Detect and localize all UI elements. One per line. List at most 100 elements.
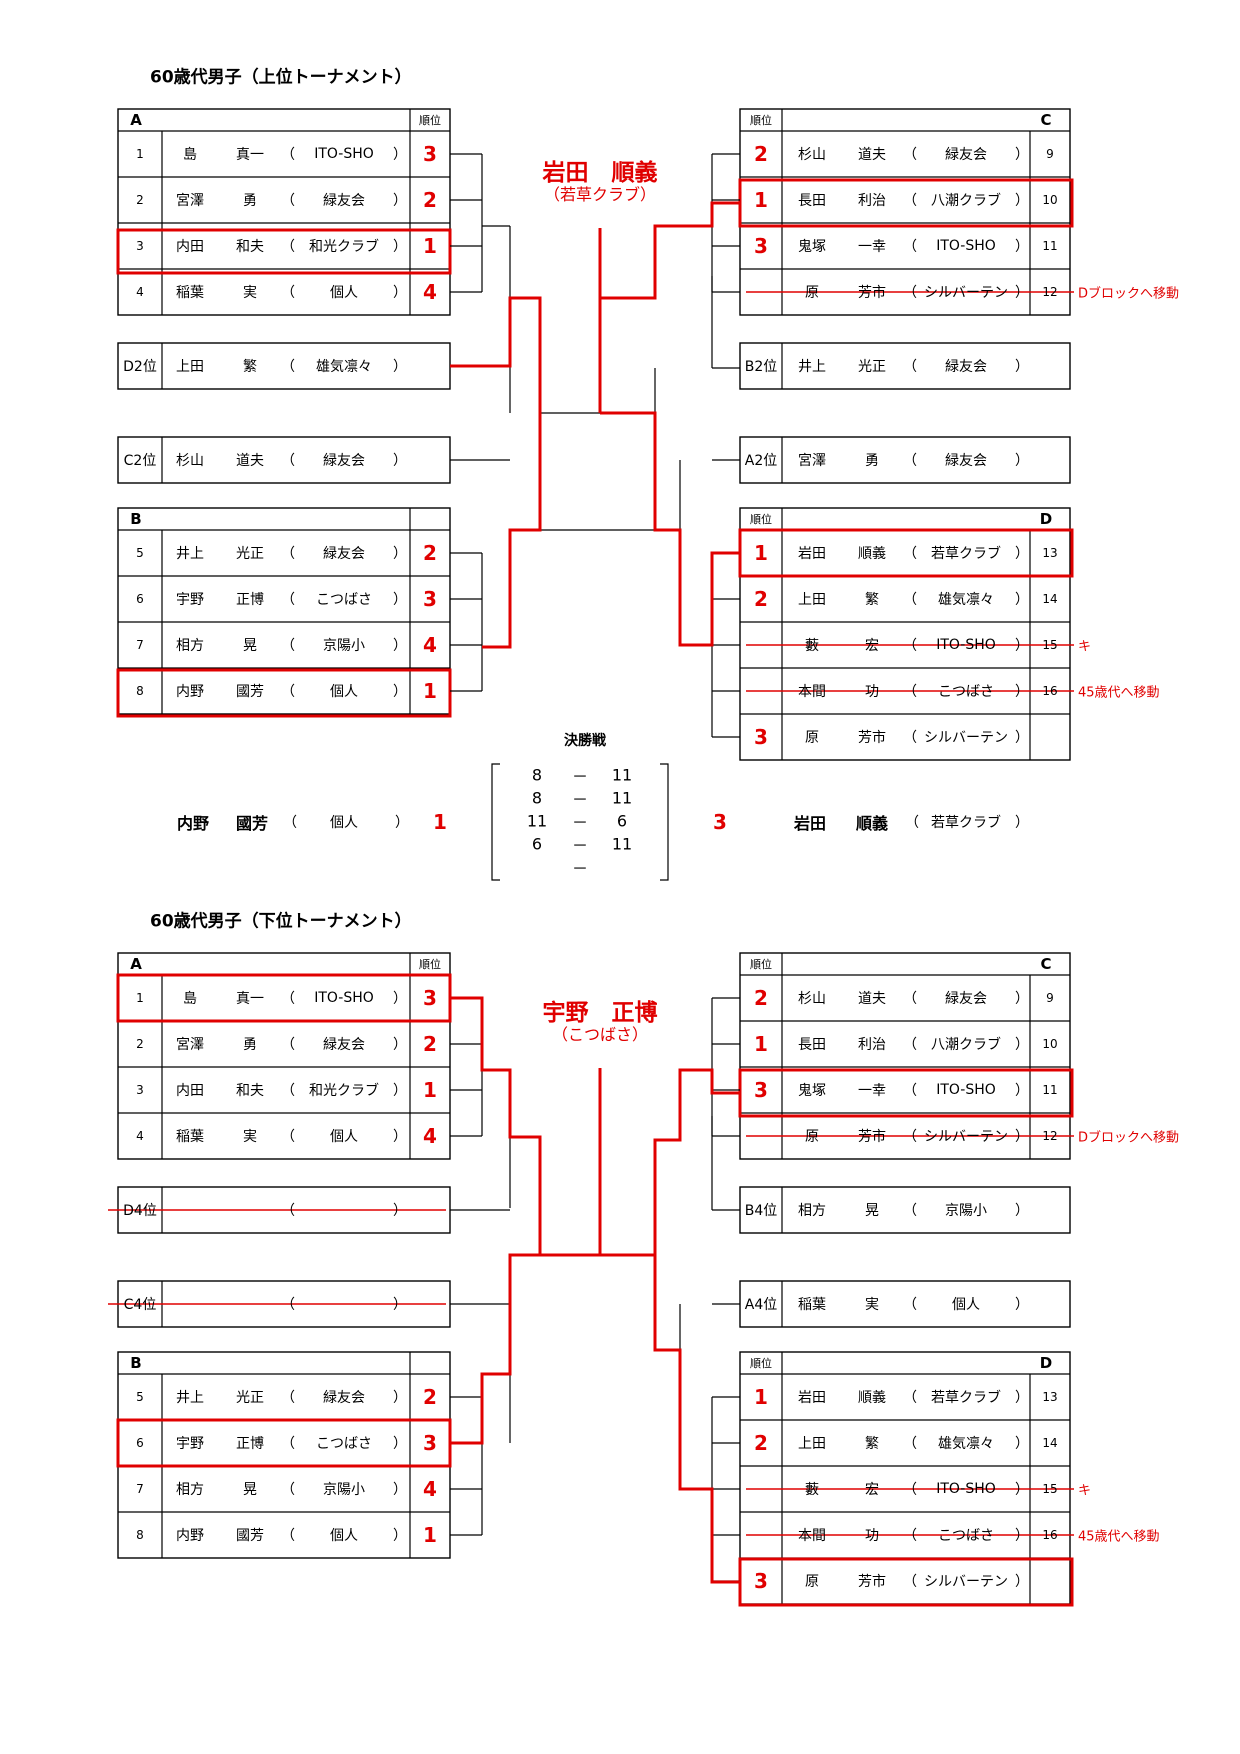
player-given-name: 順義 <box>858 1390 886 1406</box>
player-given-name: 晃 <box>243 638 257 654</box>
final-right-given-name: 順義 <box>855 814 889 833</box>
group-table-border <box>739 952 1071 1160</box>
player-club: こつばさ <box>316 1436 372 1452</box>
group-rank: 2 <box>754 142 768 166</box>
player-given-name: 真一 <box>236 147 264 163</box>
player-surname: 相方 <box>798 1203 826 1219</box>
group-rank: 4 <box>423 1124 437 1148</box>
entry-number: 2 <box>136 193 144 207</box>
open-paren: （ <box>281 1083 295 1099</box>
open-paren: （ <box>903 285 917 301</box>
close-paren: ） <box>393 546 407 562</box>
close-paren: ） <box>1015 546 1029 562</box>
group-rank: 1 <box>754 188 768 212</box>
group-rank: 2 <box>754 986 768 1010</box>
player-surname: 鬼塚 <box>798 239 826 255</box>
seed-label: B4位 <box>744 1203 778 1219</box>
entry-number: 6 <box>136 592 144 606</box>
group-rank: 4 <box>423 1477 437 1501</box>
player-club: 京陽小 <box>945 1203 987 1219</box>
close-paren: ） <box>1015 1390 1029 1406</box>
entry-number: 5 <box>136 1390 144 1404</box>
player-club: ITO-SHO <box>936 238 996 254</box>
open-paren: （ <box>903 1083 917 1099</box>
winner-path <box>450 996 542 1255</box>
final-score-left: 6 <box>531 834 543 854</box>
player-given-name: 晃 <box>243 1482 257 1498</box>
player-club: 若草クラブ <box>931 546 1001 562</box>
player-club: こつばさ <box>938 1528 994 1544</box>
player-club: 個人 <box>330 285 358 301</box>
entry-number: 9 <box>1046 147 1054 161</box>
rank-header: 順位 <box>750 1357 772 1370</box>
entry-number: 16 <box>1042 1528 1058 1542</box>
player-club: 緑友会 <box>323 193 365 209</box>
open-paren: （ <box>903 991 917 1007</box>
close-paren: ） <box>393 1482 407 1498</box>
group-label: B <box>130 1354 142 1372</box>
close-paren: ） <box>1015 730 1029 746</box>
group-rank: 1 <box>423 1523 437 1547</box>
entry-number: 5 <box>136 546 144 560</box>
player-surname: 井上 <box>176 546 204 562</box>
player-club: 個人 <box>952 1297 980 1313</box>
group-table-border <box>117 952 451 1160</box>
seed-label: D4位 <box>123 1203 157 1219</box>
open-paren: （ <box>903 730 917 746</box>
player-given-name: 和夫 <box>236 239 264 255</box>
player-club: ITO-SHO <box>936 1082 996 1098</box>
group-label: C <box>1040 111 1052 129</box>
group-rank: 3 <box>423 587 437 611</box>
open-paren: （ <box>281 1129 295 1145</box>
seed-label: A2位 <box>744 453 778 469</box>
group-rank: 3 <box>754 234 768 258</box>
player-surname: 井上 <box>798 359 826 375</box>
group-label: A <box>130 955 142 973</box>
score-bracket-left <box>491 763 500 881</box>
player-surname: 上田 <box>798 592 826 608</box>
player-surname: 杉山 <box>176 453 204 469</box>
player-club: 雄気凛々 <box>316 359 372 375</box>
player-surname: 原 <box>805 730 819 746</box>
open-paren: （ <box>281 359 295 375</box>
open-paren: （ <box>281 684 295 700</box>
player-club: 雄気凛々 <box>938 1436 994 1452</box>
open-paren: （ <box>281 147 295 163</box>
final-left-surname: 内野 <box>176 814 210 833</box>
close-paren: ） <box>393 1436 407 1452</box>
open-paren: （ <box>281 1390 295 1406</box>
section-title: 60歳代男子（上位トーナメント） <box>150 67 412 88</box>
score-dash: － <box>571 790 589 809</box>
player-surname: 宮澤 <box>798 453 826 469</box>
open-paren: （ <box>281 1297 295 1313</box>
row-note: キ <box>1078 1483 1092 1499</box>
open-paren: （ <box>903 1129 917 1145</box>
open-paren: （ <box>905 815 919 831</box>
close-paren: ） <box>393 1297 407 1313</box>
close-paren: ） <box>1015 1528 1029 1544</box>
score-dash: － <box>571 813 589 832</box>
group-rank: 2 <box>423 1032 437 1056</box>
player-given-name: 繁 <box>865 592 879 608</box>
player-given-name: 勇 <box>243 193 257 209</box>
entry-number: 7 <box>136 1482 144 1496</box>
player-surname: 岩田 <box>798 546 826 562</box>
group-rank: 2 <box>754 1431 768 1455</box>
entry-number: 7 <box>136 638 144 652</box>
player-given-name: 道夫 <box>858 991 886 1007</box>
group-rank: 3 <box>423 986 437 1010</box>
entry-number: 14 <box>1042 592 1058 606</box>
player-club: 京陽小 <box>323 1482 365 1498</box>
open-paren: （ <box>903 453 917 469</box>
row-note: 45歳代へ移動 <box>1078 685 1160 701</box>
row-note: キ <box>1078 639 1092 655</box>
close-paren: ） <box>1015 1203 1029 1219</box>
player-given-name: 功 <box>865 684 879 700</box>
player-surname: 本間 <box>798 684 826 700</box>
player-club: 緑友会 <box>945 147 987 163</box>
open-paren: （ <box>903 1482 917 1498</box>
player-club: 若草クラブ <box>931 1390 1001 1406</box>
close-paren: ） <box>1015 1129 1029 1145</box>
champion-name: 宇野 正博 <box>542 1000 658 1026</box>
player-surname: 長田 <box>798 193 826 209</box>
